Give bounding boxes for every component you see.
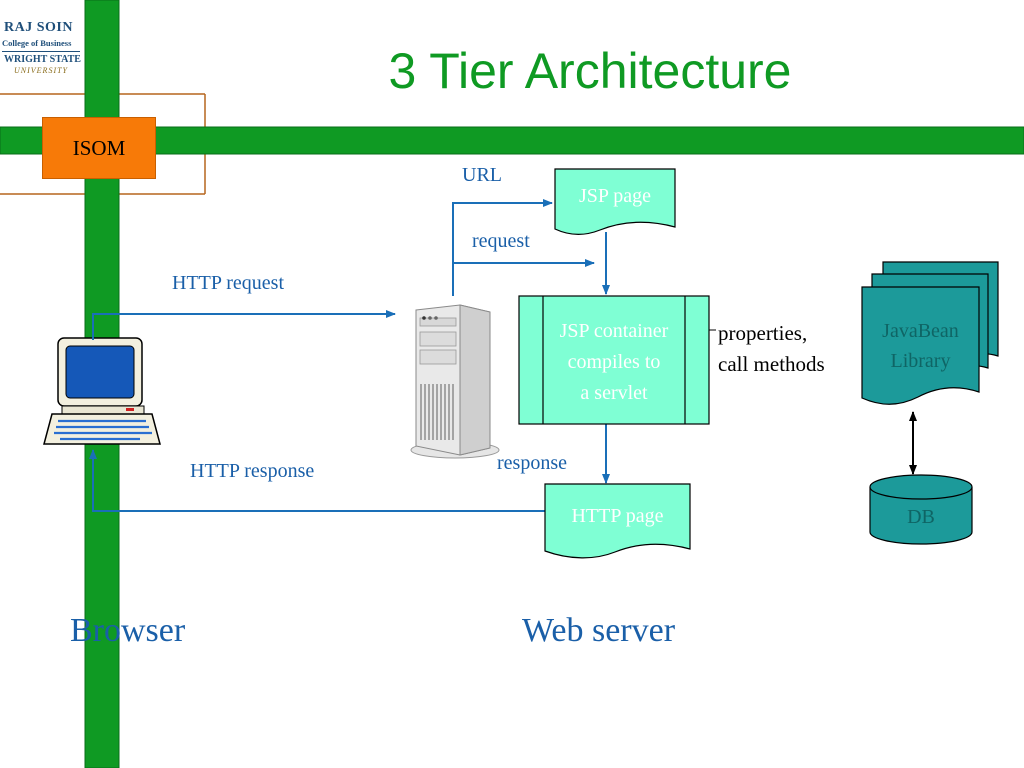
- jsp-page-label: JSP page: [578, 185, 652, 207]
- javabean-line-1: JavaBean: [882, 320, 959, 342]
- javabean-line-2: Library: [890, 350, 951, 372]
- http-request-arrow: [92, 310, 396, 340]
- logo-line-1: RAJ SOIN: [4, 20, 73, 35]
- http-request-label: HTTP request: [172, 272, 285, 294]
- computer-icon: [43, 337, 161, 445]
- connectors: [89, 199, 610, 512]
- browser-tier-label: Browser: [70, 612, 186, 649]
- properties-label: properties, call methods: [718, 318, 825, 380]
- http-page-shape: [544, 483, 691, 559]
- slide-title: 3 Tier Architecture: [388, 43, 792, 99]
- logo-divider: [2, 51, 80, 52]
- url-arrow: [452, 199, 553, 296]
- jsp-container-label: JSP container compiles to a servlet: [519, 316, 709, 409]
- jsp-page-shape: [554, 168, 676, 235]
- db-label: DB: [907, 506, 935, 528]
- response-label: response: [497, 452, 567, 474]
- logo-line-2: College of Business: [2, 38, 72, 48]
- web-server-tier-label: Web server: [522, 612, 676, 649]
- server-icon: [410, 304, 500, 459]
- http-response-label: HTTP response: [190, 460, 315, 482]
- jsp-container-line-2: compiles to: [567, 351, 661, 373]
- http-page-label: HTTP page: [571, 505, 664, 527]
- university-logo: RAJ SOIN College of Business WRIGHT STAT…: [0, 0, 86, 80]
- jsp-container-line-3: a servlet: [580, 382, 648, 404]
- isom-badge: ISOM: [42, 117, 156, 179]
- javabean-library-shape: [861, 261, 999, 405]
- db-cylinder-shape: [869, 474, 973, 545]
- logo-line-4: UNIVERSITY: [14, 66, 68, 75]
- jsp-container-shape: [518, 295, 710, 425]
- http-response-arrow: [89, 449, 545, 512]
- horizontal-green-bar: [0, 126, 1024, 155]
- logo-line-3: WRIGHT STATE: [4, 54, 81, 65]
- properties-label-line-2: call methods: [718, 352, 825, 376]
- properties-label-line-1: properties,: [718, 321, 808, 345]
- url-label: URL: [462, 164, 502, 186]
- jsp-container-line-1: JSP container: [559, 320, 669, 342]
- isom-badge-label: ISOM: [72, 135, 126, 160]
- request-label: request: [472, 230, 530, 252]
- javabean-library-label: JavaBean Library: [862, 316, 979, 376]
